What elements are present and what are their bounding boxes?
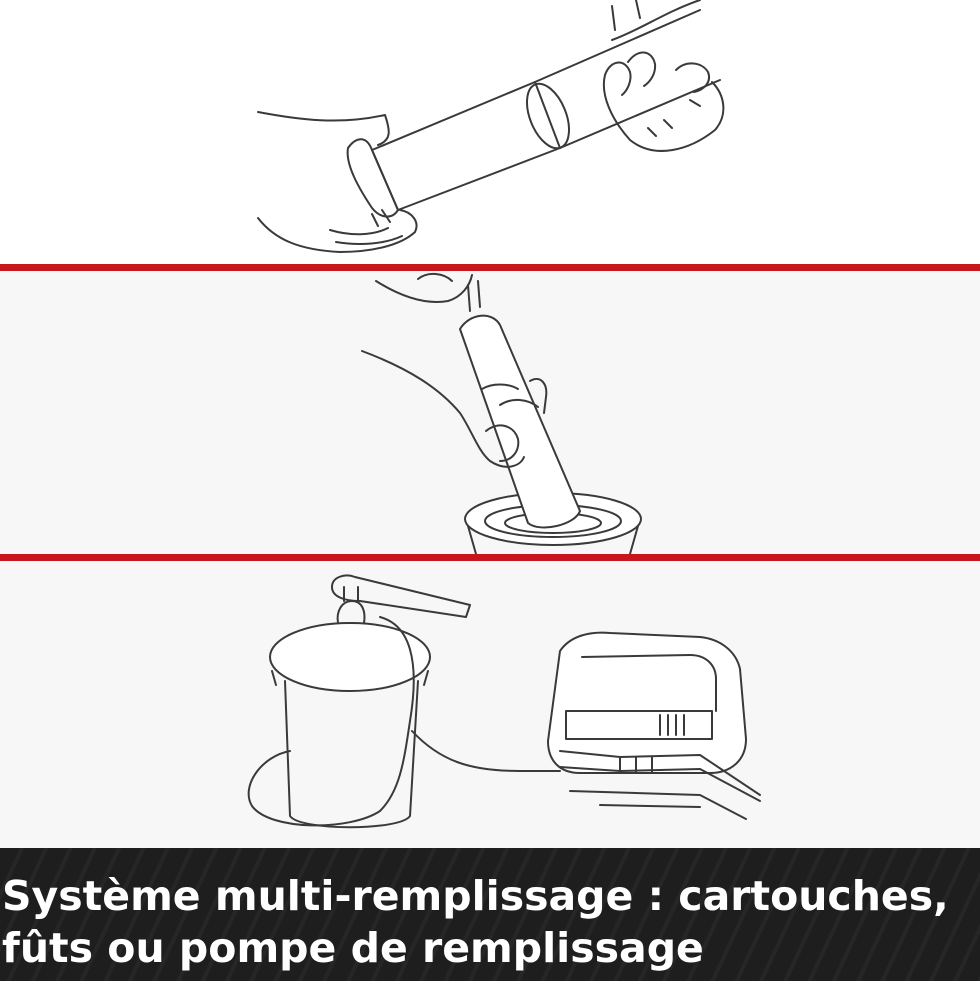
pump-illustration: [247, 574, 761, 829]
red-divider-bottom: [0, 554, 980, 561]
drum-illustration: [361, 273, 642, 554]
illustration-panel-drum: [0, 271, 980, 554]
caption-line-2: fûts ou pompe de remplissage: [2, 924, 704, 972]
red-divider-top: [0, 264, 980, 271]
caption-bar: Système multi-remplissage : cartouches, …: [0, 848, 980, 981]
illustration-panel-cartridge: [0, 0, 980, 264]
caption-line-1: Système multi-remplissage : cartouches,: [2, 872, 949, 920]
illustration-panel-pump: [0, 561, 980, 848]
cartridge-illustration: [257, 0, 725, 253]
